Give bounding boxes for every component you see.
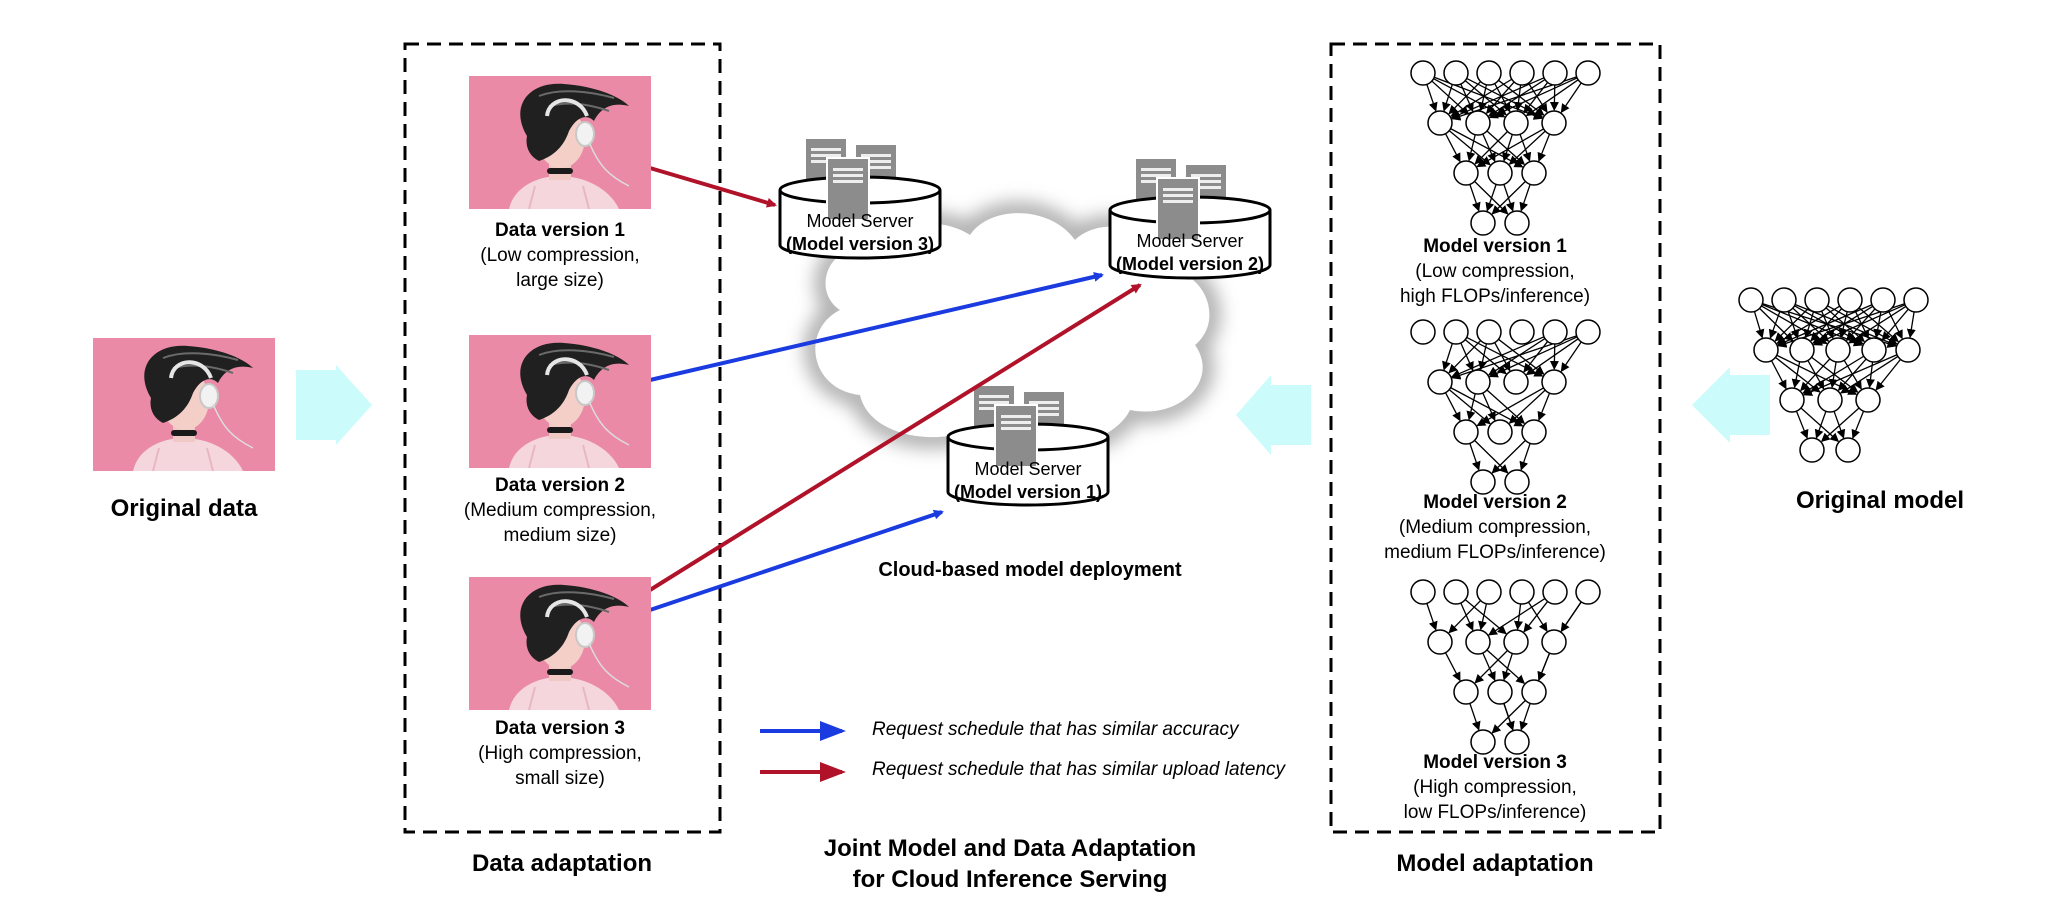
server-mv2-label: Model Server (Model version 2) (1110, 230, 1270, 276)
data-version-3-line2: small size) (515, 768, 605, 789)
data-version-3-label: Data version 3 (High compression, small … (420, 716, 700, 791)
data-version-2-image (469, 335, 651, 468)
model-version-1-line1: (Low compression, (1415, 261, 1575, 282)
model-version-1-label: Model version 1 (Low compression, high F… (1345, 234, 1645, 309)
data-version-1-image (469, 76, 651, 209)
original-model-label: Original model (1795, 487, 1965, 514)
arrow-original-model-icon (1692, 367, 1770, 443)
original-model-network-icon (1738, 287, 1929, 463)
data-version-2-line1: (Medium compression, (463, 500, 657, 521)
original-data-label: Original data (110, 495, 258, 522)
server-mv3-label: Model Server (Model version 3) (780, 210, 940, 256)
model-version-2-name: Model version 2 (1423, 492, 1567, 513)
data-version-3-image (469, 577, 651, 710)
server-mv2-version: (Model version 2) (1115, 254, 1265, 274)
data-adaptation-title: Data adaptation (471, 850, 653, 877)
arrow-dv1-to-mv3 (649, 166, 777, 208)
model-version-2-line2: medium FLOPs/inference) (1384, 542, 1606, 563)
model-version-2-line1: (Medium compression, (1398, 517, 1592, 538)
legend-red-text: Request schedule that has similar upload… (872, 759, 1285, 780)
model-version-1-line2: high FLOPs/inference) (1399, 286, 1591, 307)
arrow-original-data-icon (296, 365, 372, 445)
arrow-dv3-to-mv2 (648, 283, 1142, 592)
model-version-3-label: Model version 3 (High compression, low F… (1345, 750, 1645, 825)
server-mv1-label: Model Server (Model version 1) (948, 458, 1108, 504)
model-version-1-network-icon (1410, 60, 1601, 236)
arrow-dv3-to-mv1 (649, 509, 944, 612)
main-title: Joint Model and Data Adaptation for Clou… (780, 833, 1240, 895)
model-version-3-network-icon (1410, 579, 1601, 755)
model-version-3-line1: (High compression, (1413, 777, 1577, 798)
model-version-2-label: Model version 2 (Medium compression, med… (1345, 490, 1645, 565)
cloud-icon (804, 202, 1221, 457)
model-adaptation-title: Model adaptation (1396, 850, 1594, 877)
model-adaptation-box (1329, 42, 1662, 834)
arrow-to-cloud-icon (1236, 375, 1311, 455)
data-adaptation-box (403, 42, 722, 834)
data-version-3-line1: (High compression, (478, 743, 642, 764)
server-mv2-icon (1108, 157, 1272, 280)
data-version-1-name: Data version 1 (495, 220, 625, 241)
data-version-3-name: Data version 3 (495, 718, 625, 739)
data-version-2-line2: medium size) (503, 525, 617, 546)
server-mv1-icon (946, 384, 1110, 507)
server-mv3-icon (778, 137, 942, 260)
data-version-1-line2: large size) (516, 270, 604, 291)
server-mv1-version: (Model version 1) (953, 482, 1103, 502)
arrow-dv2-to-mv2 (649, 271, 1104, 382)
model-version-3-name: Model version 3 (1423, 752, 1567, 773)
main-title-line1: Joint Model and Data Adaptation (823, 835, 1197, 862)
model-version-1-name: Model version 1 (1423, 236, 1567, 257)
model-version-3-line2: low FLOPs/inference) (1403, 802, 1587, 823)
server-mv3-title: Model Server (806, 211, 914, 231)
main-title-line2: for Cloud Inference Serving (852, 866, 1168, 893)
cloud-caption: Cloud-based model deployment (878, 559, 1182, 581)
data-version-2-name: Data version 2 (495, 475, 625, 496)
server-mv3-version: (Model version 3) (785, 234, 935, 254)
data-version-1-label: Data version 1 (Low compression, large s… (420, 218, 700, 293)
server-mv2-title: Model Server (1136, 231, 1244, 251)
data-version-2-label: Data version 2 (Medium compression, medi… (420, 473, 700, 548)
model-version-2-network-icon (1410, 319, 1601, 495)
original-data-image (93, 338, 275, 471)
data-version-1-line1: (Low compression, (480, 245, 640, 266)
server-mv1-title: Model Server (974, 459, 1082, 479)
legend-blue-text: Request schedule that has similar accura… (872, 719, 1239, 740)
